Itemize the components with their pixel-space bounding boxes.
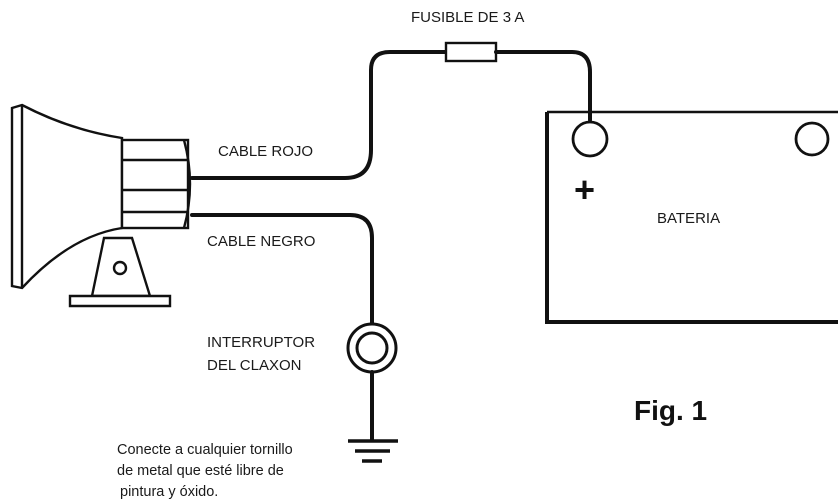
positive-terminal-sign: + bbox=[574, 169, 595, 210]
ground-note-line1: Conecte a cualquier tornillo bbox=[117, 442, 293, 458]
ground-note-line2: de metal que esté libre de bbox=[117, 463, 284, 479]
red-cable-wire bbox=[190, 50, 448, 180]
horn-switch-icon bbox=[346, 322, 398, 374]
red-cable-label: CABLE ROJO bbox=[218, 143, 313, 160]
fuse-icon bbox=[438, 41, 498, 63]
black-cable-wire bbox=[190, 213, 374, 327]
fuse-to-battery-wire bbox=[494, 50, 592, 122]
switch-label-line2: DEL CLAXON bbox=[207, 357, 301, 374]
battery-icon bbox=[545, 110, 838, 324]
ground-note-line3: pintura y óxido. bbox=[120, 484, 218, 500]
horn-icon bbox=[10, 103, 192, 308]
black-cable-label: CABLE NEGRO bbox=[207, 233, 315, 250]
fuse-label: FUSIBLE DE 3 A bbox=[411, 9, 524, 26]
switch-label-line1: INTERRUPTOR bbox=[207, 334, 315, 351]
battery-label: BATERIA bbox=[657, 210, 720, 227]
ground-icon bbox=[348, 439, 398, 463]
figure-label: Fig. 1 bbox=[634, 395, 707, 426]
